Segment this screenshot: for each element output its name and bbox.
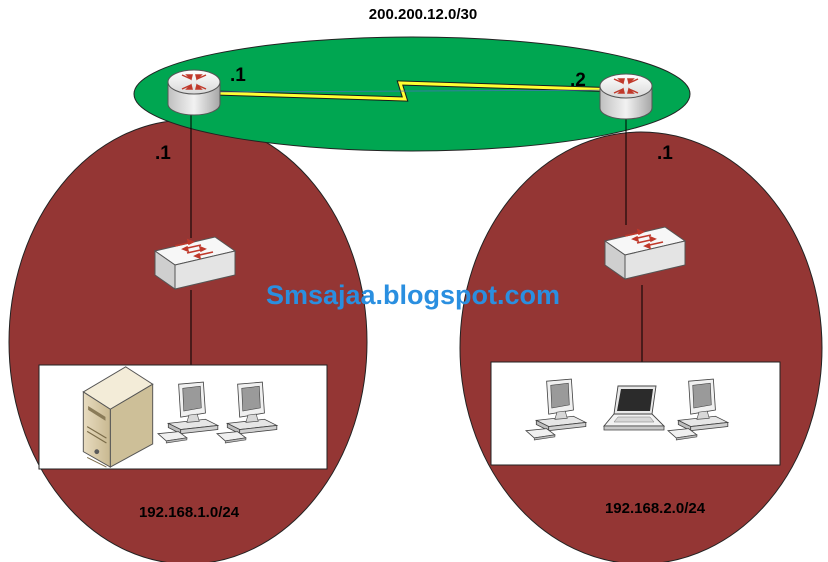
lan-right-network-label: 192.168.2.0/24 — [605, 500, 706, 517]
wan-area — [133, 36, 691, 152]
watermark-text[interactable]: Smsajaa.blogspot.com — [266, 280, 560, 310]
lan-left-gateway-label: .1 — [155, 143, 171, 164]
serial-link-icon — [214, 80, 623, 102]
wan-right-ip-label: .2 — [570, 70, 586, 91]
router-icon[interactable] — [167, 69, 221, 116]
lan-left-area — [8, 119, 368, 562]
wan-left-ip-label: .1 — [230, 65, 246, 86]
lan-right-gateway-label: .1 — [657, 143, 673, 164]
lan-left-network-label: 192.168.1.0/24 — [139, 504, 240, 521]
router-icon[interactable] — [599, 73, 653, 120]
lan-right-area — [459, 131, 823, 562]
wan-network-label: 200.200.12.0/30 — [369, 6, 477, 23]
